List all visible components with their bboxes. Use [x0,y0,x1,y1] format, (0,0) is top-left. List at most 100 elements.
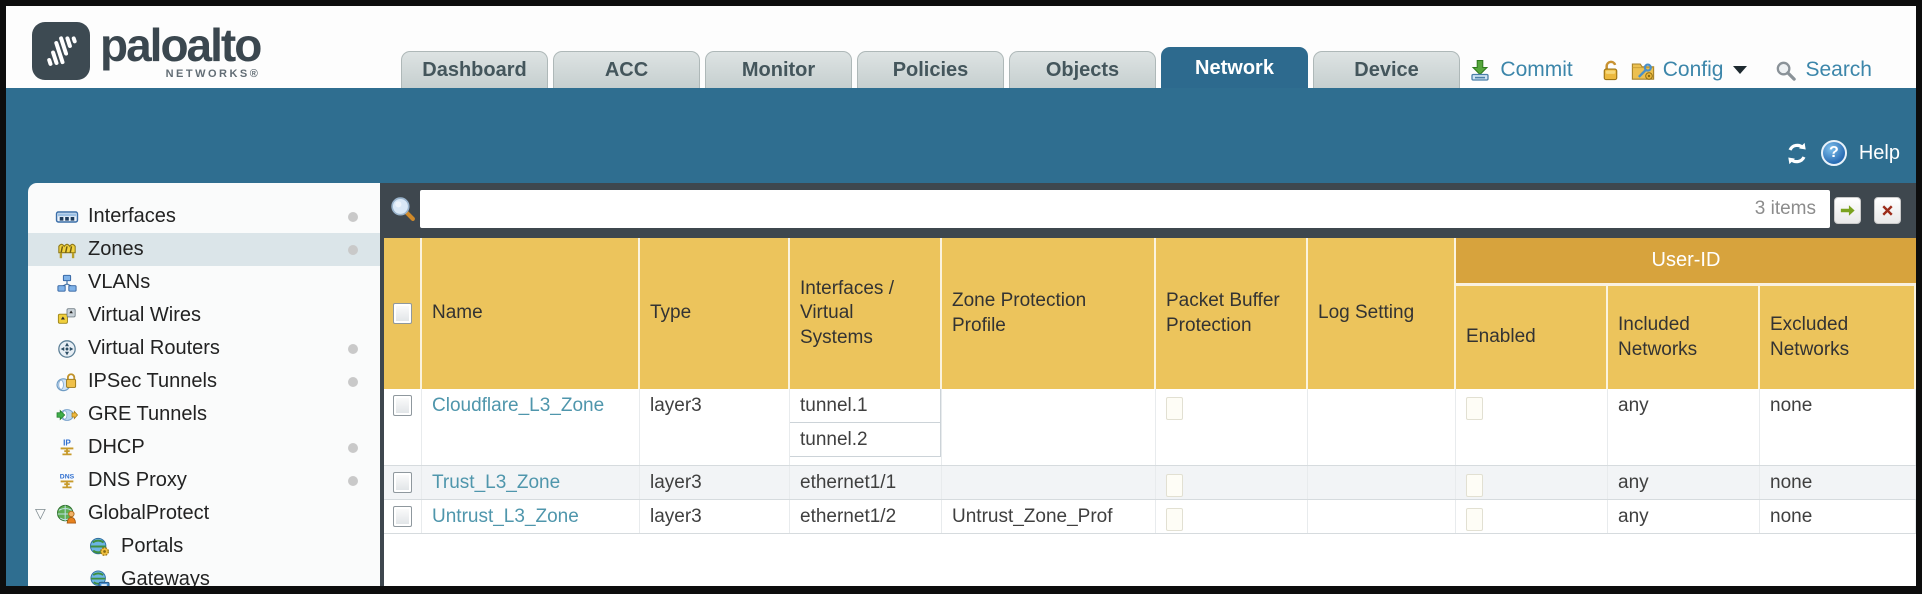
column-header-packet-buffer-protection[interactable]: Packet Buffer Protection [1156,238,1308,389]
help-label[interactable]: Help [1858,141,1900,164]
sidebar-item-dns-proxy[interactable]: DNS DNS Proxy [28,464,380,497]
sidebar-item-gateways[interactable]: Gateways [28,563,380,586]
column-header-type[interactable]: Type [640,238,790,389]
clear-filter-button[interactable] [1874,197,1901,224]
user-id-enabled-cell [1456,500,1608,533]
sidebar-item-vlans[interactable]: VLANs [28,266,380,299]
row-select-cell [384,466,422,499]
sidebar-item-label: DNS Proxy [88,469,187,491]
row-checkbox[interactable] [393,506,412,527]
interface-entry: tunnel.2 [790,423,941,457]
column-header-log-setting[interactable]: Log Setting [1308,238,1456,389]
tab-dashboard[interactable]: Dashboard [401,51,548,88]
apply-filter-button[interactable] [1834,197,1861,224]
tab-monitor[interactable]: Monitor [705,51,852,88]
tab-device[interactable]: Device [1313,51,1460,88]
column-header-included-networks[interactable]: Included Networks [1608,286,1760,389]
column-header-zone-protection-profile[interactable]: Zone Protection Profile [942,238,1156,389]
sidebar-item-interfaces[interactable]: Interfaces [28,200,380,233]
column-header-interfaces-virtual-systems[interactable]: Interfaces / Virtual Systems [790,238,942,389]
page-toolbar: ? Help [1785,140,1900,166]
expander-icon[interactable]: ▽ [35,505,46,521]
included-networks-cell: any [1608,466,1760,499]
select-all-checkbox[interactable] [392,303,412,324]
log-setting-cell [1308,389,1456,465]
user-id-enabled-checkbox [1466,474,1483,497]
row-checkbox[interactable] [393,472,412,493]
packet-buffer-protection-cell [1156,389,1308,465]
brand-subtitle: NETWORKS® [165,68,261,80]
svg-text:IP: IP [63,438,71,447]
search-icon[interactable] [1773,59,1797,81]
search-button[interactable]: Search [1805,58,1872,81]
help-icon[interactable]: ? [1820,140,1847,166]
sidebar-item-gre-tunnels[interactable]: GRE Tunnels [28,398,380,431]
packet-buffer-protection-checkbox [1166,397,1183,420]
zones-icon [55,239,79,261]
excluded-networks-cell: none [1760,466,1916,499]
tab-policies[interactable]: Policies [857,51,1004,88]
sidebar-item-virtual-routers[interactable]: Virtual Routers [28,332,380,365]
sidebar-item-label: Zones [88,238,144,260]
ipsec-tunnels-icon [55,371,79,393]
zone-name-link[interactable]: Untrust_L3_Zone [432,506,579,527]
filter-magnifier-icon[interactable] [389,195,416,227]
zone-protection-profile-cell [942,466,1156,499]
config-icon[interactable] [1631,59,1655,81]
user-id-enabled-cell [1456,466,1608,499]
svg-text:DNS: DNS [60,473,75,480]
column-header-name[interactable]: Name [422,238,640,389]
packet-buffer-protection-checkbox [1166,508,1183,531]
commit-button[interactable]: Commit [1500,58,1573,81]
tab-objects[interactable]: Objects [1009,51,1156,88]
select-all-cell [384,238,422,389]
excluded-networks-cell: none [1760,500,1916,533]
packet-buffer-protection-cell [1156,500,1308,533]
filter-input[interactable] [420,190,1830,228]
top-actions: Commit [1468,58,1872,82]
status-dot [348,212,358,222]
sidebar-item-ipsec-tunnels[interactable]: IPSec Tunnels [28,365,380,398]
gre-tunnels-icon [55,404,79,426]
column-header-enabled[interactable]: Enabled [1456,286,1608,389]
zone-type-cell: layer3 [640,500,790,533]
tab-network[interactable]: Network [1161,47,1308,88]
zone-protection-profile-cell: Untrust_Zone_Prof [942,500,1156,533]
log-setting-cell [1308,466,1456,499]
interfaces-icon [55,206,79,228]
sidebar-item-label: VLANs [88,271,151,293]
filter-bar: 3 items [384,183,1916,238]
row-select-cell [384,500,422,533]
status-dot [348,476,358,486]
zone-type-cell: layer3 [640,389,790,465]
brand-name: paloalto [100,19,262,71]
sidebar-item-portals[interactable]: Portals [28,530,380,563]
chevron-down-icon[interactable] [1733,66,1748,74]
tab-acc[interactable]: ACC [553,51,700,88]
column-header-excluded-networks[interactable]: Excluded Networks [1760,286,1916,389]
refresh-icon[interactable] [1785,142,1809,164]
packet-buffer-protection-cell [1156,466,1308,499]
sidebar-item-zones[interactable]: Zones [28,233,380,266]
sidebar-item-label: GRE Tunnels [88,403,207,425]
sidebar-item-globalprotect[interactable]: ▽GlobalProtect [28,497,380,530]
zone-name-link[interactable]: Trust_L3_Zone [432,472,561,493]
lock-icon[interactable] [1599,59,1623,81]
globalprotect-icon [55,503,79,525]
sidebar-item-label: Virtual Routers [88,337,220,359]
row-checkbox[interactable] [393,395,412,416]
sidebar-item-label: Virtual Wires [88,304,201,326]
config-button[interactable]: Config [1662,58,1724,81]
sidebar-item-virtual-wires[interactable]: Virtual Wires [28,299,380,332]
sidebar-item-label: Interfaces [88,205,176,227]
zone-protection-profile-cell [942,389,1156,465]
zone-name-link[interactable]: Cloudflare_L3_Zone [432,395,605,416]
commit-icon[interactable] [1468,59,1492,81]
